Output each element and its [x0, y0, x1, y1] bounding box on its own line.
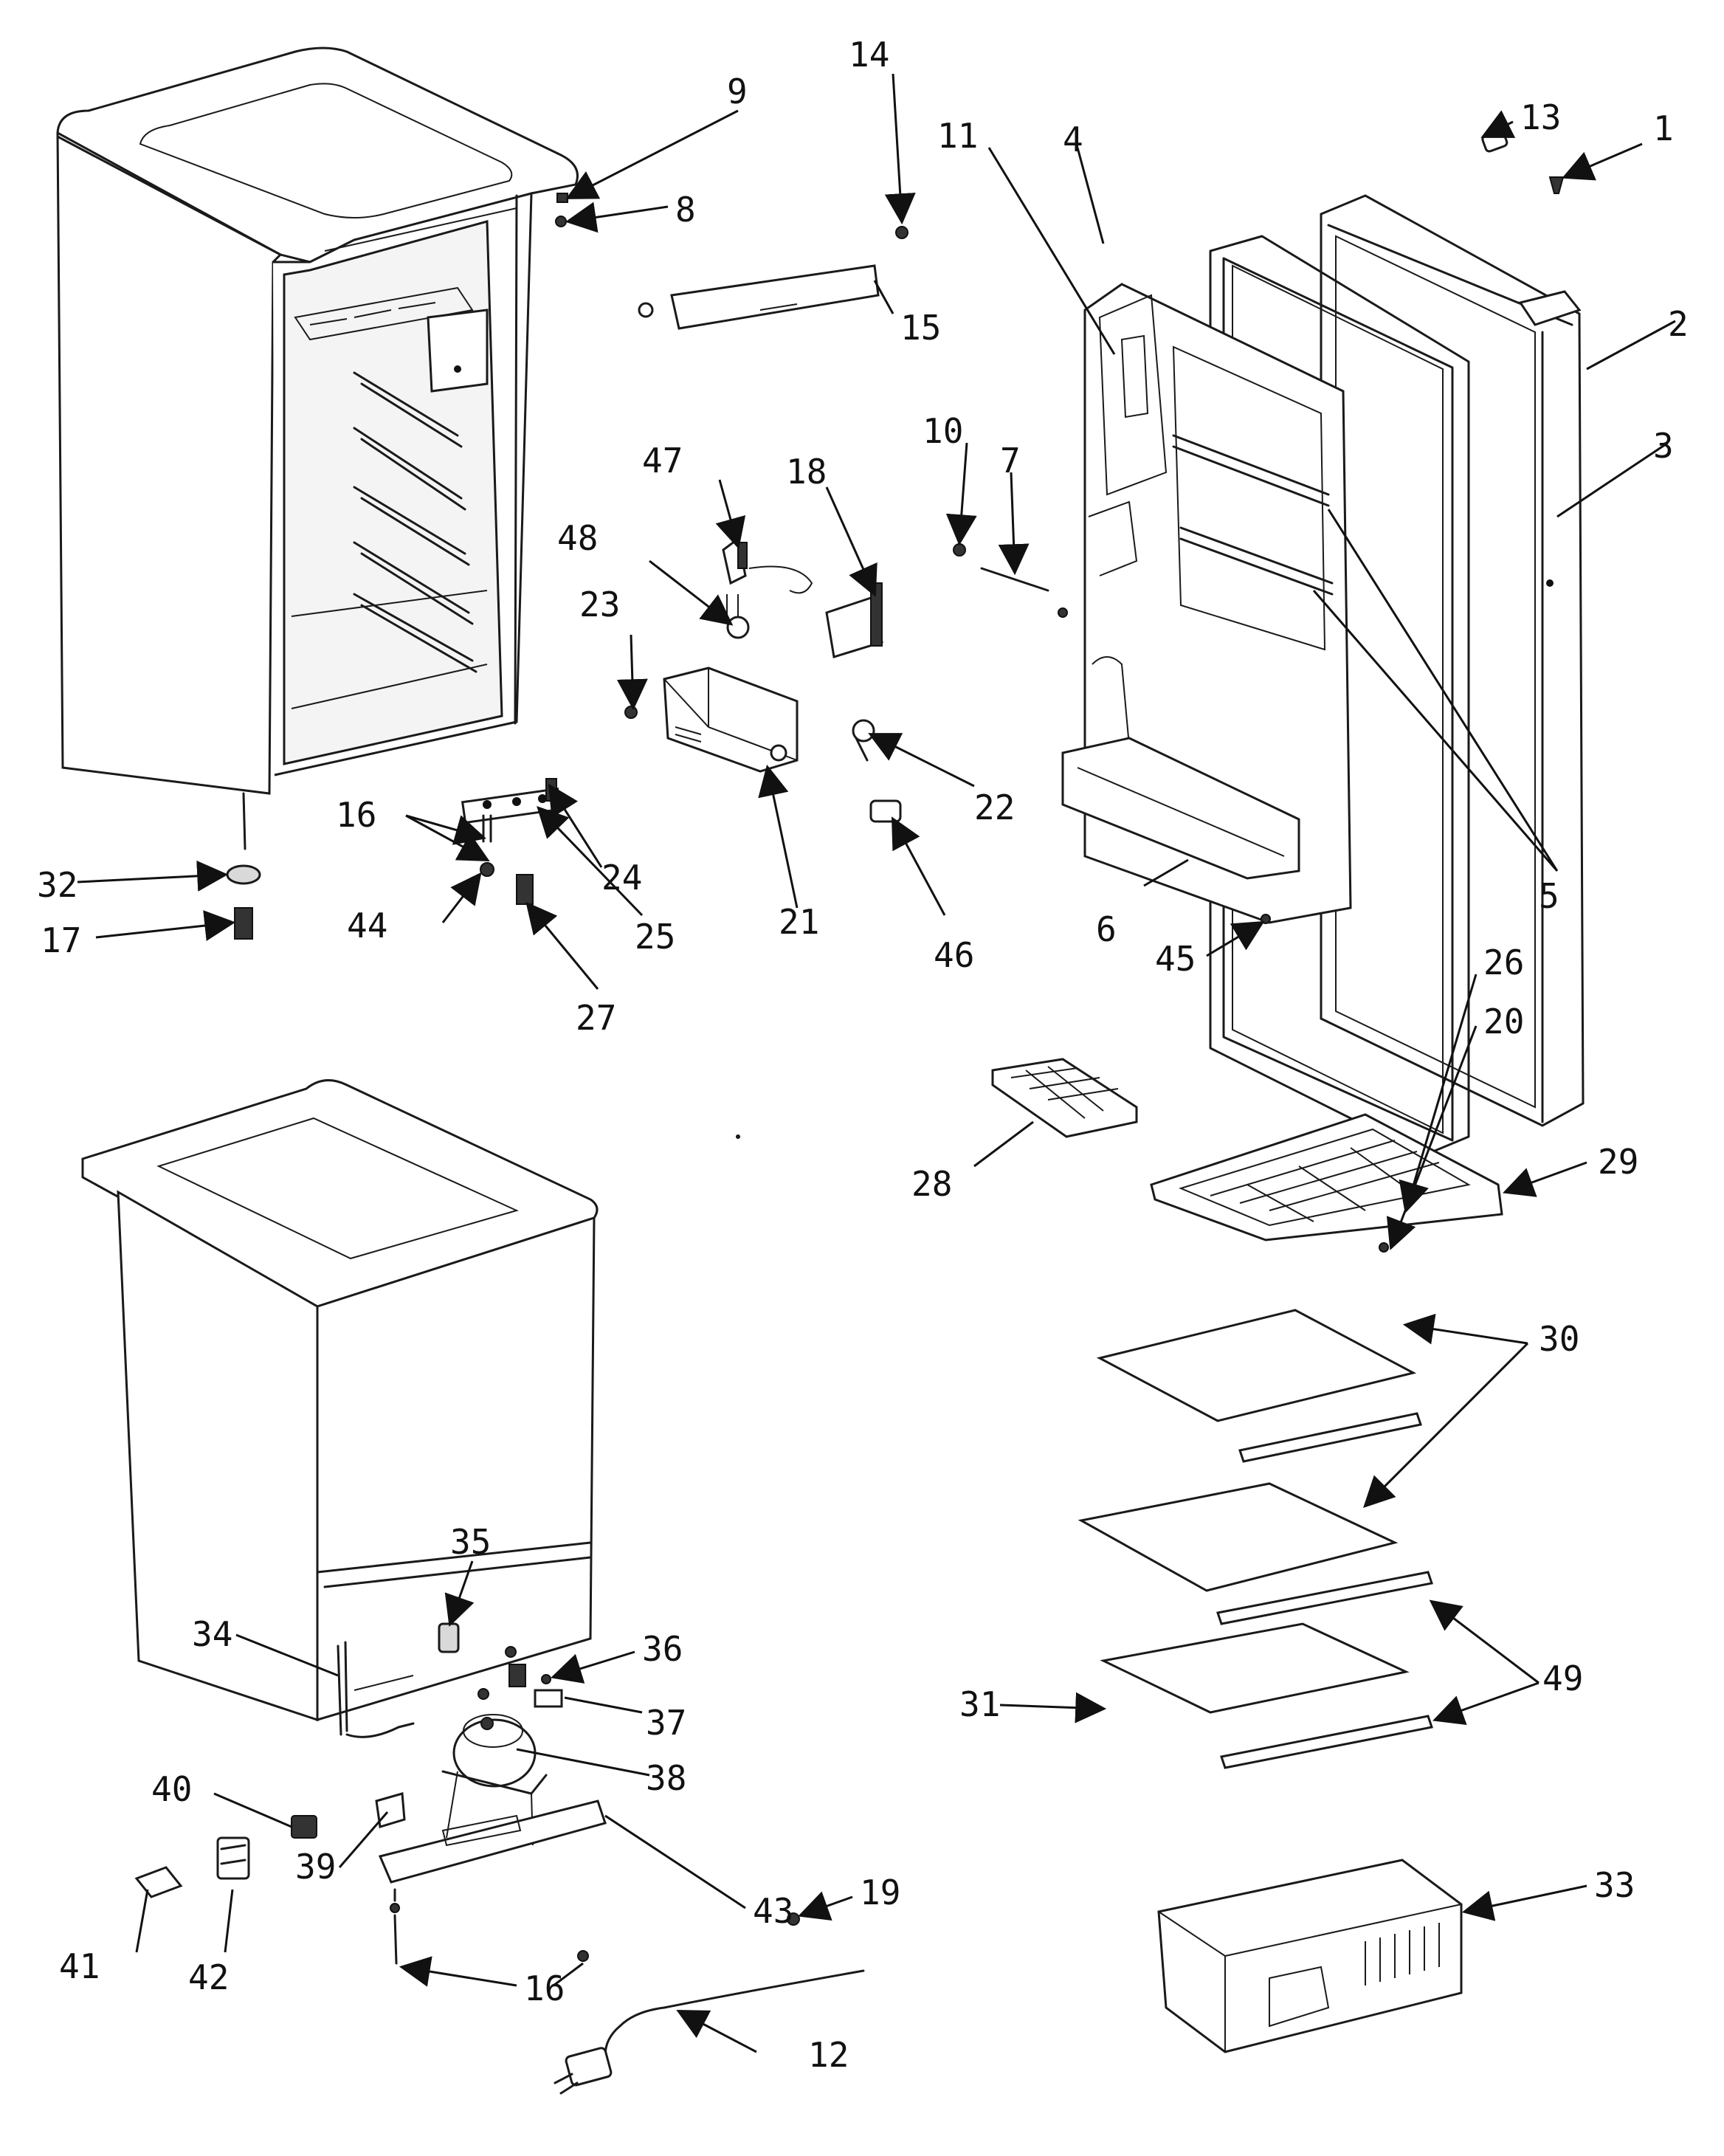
- callout-15: 15: [900, 308, 941, 348]
- callout-49: 49: [1542, 1659, 1583, 1698]
- callout-40: 40: [151, 1769, 192, 1809]
- callout-30: 30: [1539, 1319, 1579, 1359]
- shelves-group: [991, 1058, 1503, 2053]
- callout-31: 31: [959, 1684, 1000, 1724]
- callout-44: 44: [347, 906, 387, 946]
- callout-labels: 1 2 3 4 5 6 7 8 9 10 11 12 13 14 15 16 1…: [37, 35, 1689, 2075]
- rear-cabinet: [81, 1079, 865, 2095]
- callout-45: 45: [1155, 939, 1196, 979]
- door-assembly: [1061, 129, 1585, 1253]
- callout-13: 13: [1520, 97, 1561, 137]
- callout-9: 9: [727, 72, 748, 111]
- callout-12: 12: [808, 2035, 849, 2075]
- callout-1: 1: [1653, 109, 1674, 148]
- callout-32: 32: [37, 865, 77, 905]
- callout-14: 14: [849, 35, 889, 75]
- callout-22: 22: [974, 788, 1015, 827]
- leader-arrows: [77, 73, 1676, 2053]
- callout-38: 38: [646, 1758, 686, 1798]
- callout-2: 2: [1668, 304, 1689, 344]
- callout-16b: 16: [524, 1969, 565, 2008]
- callout-16a: 16: [336, 795, 376, 835]
- callout-47: 47: [642, 441, 683, 481]
- callout-33: 33: [1594, 1865, 1635, 1905]
- callout-37: 37: [646, 1703, 686, 1743]
- callout-3: 3: [1653, 426, 1674, 466]
- callout-21: 21: [779, 902, 819, 942]
- callout-28: 28: [911, 1164, 952, 1204]
- callout-23: 23: [579, 585, 620, 624]
- callout-39: 39: [295, 1847, 336, 1887]
- callout-7: 7: [1000, 441, 1021, 481]
- callout-18: 18: [786, 452, 827, 492]
- callout-48: 48: [557, 518, 598, 558]
- callout-8: 8: [675, 190, 696, 230]
- callout-17: 17: [41, 920, 81, 960]
- callout-41: 41: [59, 1946, 100, 1986]
- callout-43: 43: [753, 1891, 793, 1931]
- callout-42: 42: [188, 1957, 229, 1997]
- callout-34: 34: [192, 1614, 232, 1654]
- callout-27: 27: [576, 998, 616, 1038]
- callout-20: 20: [1483, 1002, 1524, 1041]
- callout-19: 19: [860, 1873, 900, 1912]
- callout-35: 35: [450, 1522, 491, 1562]
- callout-6: 6: [1096, 909, 1117, 949]
- callout-29: 29: [1598, 1142, 1638, 1182]
- callout-24: 24: [601, 858, 642, 898]
- callout-5: 5: [1539, 876, 1559, 916]
- front-cabinet: [56, 47, 579, 795]
- callout-11: 11: [937, 116, 978, 156]
- callout-10: 10: [923, 411, 963, 451]
- callout-26: 26: [1483, 943, 1524, 982]
- lower-hinge-parts: [226, 778, 562, 940]
- callout-25: 25: [635, 917, 675, 957]
- callout-36: 36: [642, 1629, 683, 1669]
- callout-4: 4: [1063, 120, 1083, 159]
- callout-46: 46: [934, 935, 974, 975]
